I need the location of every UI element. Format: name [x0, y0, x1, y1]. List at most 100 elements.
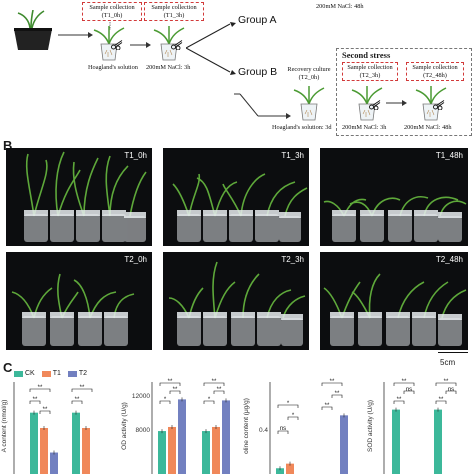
sample-collection-box: Sample collection (T1_0h)	[82, 2, 142, 22]
arrow-icon	[130, 42, 151, 48]
box-line: Sample collection	[151, 4, 197, 11]
photo-label: T1_48h	[435, 151, 463, 160]
box-line: (T2_3h)	[359, 71, 381, 79]
sig-marker: ns	[280, 426, 286, 432]
legend-item: T2	[67, 370, 88, 377]
bar-chart-proline: oline content (μg/g) 0.4 ns * * ** ** **	[243, 379, 348, 474]
bar-ck	[30, 412, 38, 474]
chart-bars	[158, 397, 230, 474]
second-stress-frame	[336, 48, 472, 136]
scissors-icon	[369, 100, 381, 110]
scissors-icon	[433, 100, 445, 110]
legend-item: CK	[14, 370, 35, 377]
hoagland-label: Hoagland's solution	[88, 64, 138, 71]
plant-photo: T2_3h	[163, 252, 309, 350]
seedling-beaker-icon	[293, 86, 325, 121]
chart-ylabel: A content (nmol/g)	[1, 400, 8, 453]
second-stress-title: Second stress	[342, 50, 391, 60]
sig-marker: *	[164, 397, 167, 403]
sig-marker: *	[208, 397, 211, 403]
sig-marker: **	[330, 379, 335, 385]
sample-collection-box: Sample collection (T2_3h)	[342, 62, 398, 82]
sig-marker: **	[217, 387, 222, 393]
sig-marker: **	[80, 385, 85, 391]
sig-marker: *	[292, 413, 295, 419]
legend-label: T1	[52, 370, 61, 377]
chart-ylabel: oline content (μg/g)	[243, 398, 250, 454]
bar-t1	[168, 426, 176, 474]
box-line: (T1_3h)	[163, 11, 185, 19]
recovery-line: (T2_0h)	[298, 73, 320, 81]
sig-marker: **	[335, 391, 340, 397]
sig-marker: ns	[448, 387, 454, 393]
nacl-3h-second-label: 200mM NaCl: 3h	[342, 124, 387, 131]
bar-chart-pod: OD activity (U/g) 12000 8000 * ** ** * *…	[121, 379, 230, 474]
sig-marker: **	[33, 397, 38, 403]
bar-t2	[340, 415, 348, 474]
chart-ylabel: SOD activity (U/g)	[367, 400, 374, 452]
sig-marker: **	[75, 397, 80, 403]
box-line: Sample collection	[347, 64, 393, 71]
plant-image	[11, 273, 135, 346]
photo-label: T1_0h	[124, 151, 147, 160]
bar-t2	[178, 399, 186, 474]
chart-bars	[276, 413, 348, 474]
scissors-icon	[111, 40, 123, 50]
bar-t2	[222, 400, 230, 474]
bar-ck	[434, 409, 442, 474]
tick-label: 12000	[132, 393, 150, 400]
plant-image	[24, 151, 147, 242]
bar-t2	[50, 452, 58, 474]
sig-marker: ns	[406, 387, 412, 393]
plant-image	[323, 273, 467, 346]
sig-marker: **	[43, 407, 48, 413]
box-line: (T1_0h)	[101, 11, 123, 19]
legend-swatch	[67, 370, 77, 377]
arrow-icon	[386, 100, 407, 106]
seedling-beaker-icon	[153, 26, 185, 61]
sig-brackets	[159, 382, 225, 404]
bar-ck	[72, 412, 80, 474]
box-line: Sample collection	[412, 64, 458, 71]
bar-ck	[276, 468, 284, 474]
bar-t1	[212, 426, 220, 474]
sample-collection-box: Sample collection (T2_48h)	[406, 62, 464, 82]
legend-label: CK	[25, 370, 35, 377]
sig-marker: **	[325, 403, 330, 409]
tick-label: 0.4	[259, 427, 268, 434]
tick-label: 8000	[136, 427, 151, 434]
legend-item: T1	[41, 370, 61, 377]
arrow-icon	[234, 93, 291, 119]
sig-marker: **	[402, 379, 407, 385]
sig-marker: **	[212, 379, 217, 385]
photo-label: T1_3h	[281, 151, 304, 160]
panel-b-letter: B	[3, 138, 13, 153]
sig-marker: **	[173, 387, 178, 393]
chart-bars	[30, 410, 90, 474]
group-b-label: Group B	[238, 66, 278, 78]
arrow-icon	[58, 32, 93, 38]
legend-swatch	[41, 370, 51, 377]
seedling-beaker-icon	[351, 86, 383, 121]
group-a-label: Group A	[238, 14, 277, 26]
scissors-icon	[171, 40, 183, 50]
bar-ck	[202, 431, 210, 474]
sig-marker: **	[168, 379, 173, 385]
bar-t1	[286, 463, 294, 474]
sig-brackets	[393, 382, 457, 404]
box-line: Sample collection	[89, 4, 135, 11]
bar-chart-mda: A content (nmol/g) ** ** ** ** **	[1, 382, 93, 474]
bar-chart-sod: SOD activity (U/g) ** ns ** ** ns **	[367, 379, 457, 474]
legend-label: T2	[78, 370, 88, 377]
scale-bar	[438, 352, 468, 353]
soil-pot-icon	[14, 10, 52, 50]
bar-t1	[82, 428, 90, 474]
sig-marker: **	[439, 397, 444, 403]
bar-ck	[392, 409, 400, 474]
plant-image	[323, 196, 467, 242]
photo-label: T2_3h	[281, 255, 304, 264]
scale-label: 5cm	[440, 358, 456, 367]
sig-marker: **	[444, 379, 449, 385]
seedling-beaker-icon	[415, 86, 447, 121]
connector-line	[109, 22, 111, 30]
